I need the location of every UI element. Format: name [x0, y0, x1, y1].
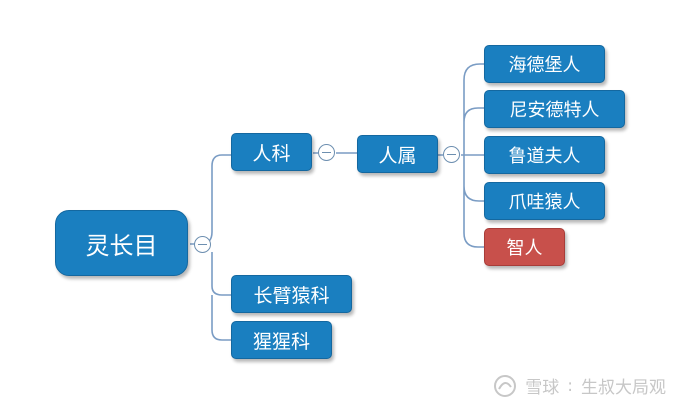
watermark-separator: : — [567, 375, 573, 396]
node-species-erectus[interactable]: 爪哇猿人 — [484, 182, 605, 220]
node-species-sapiens[interactable]: 智人 — [484, 228, 565, 266]
node-root[interactable]: 灵长目 — [55, 210, 188, 276]
node-family-hylobatidae[interactable]: 长臂猿科 — [231, 275, 352, 313]
watermark-brand: 雪球 — [525, 378, 560, 398]
node-genus-homo[interactable]: 人属 — [357, 135, 438, 173]
watermark: 雪球 : 生叔大局观 — [493, 373, 666, 398]
collapse-toggle-root[interactable] — [194, 236, 211, 253]
node-family-pongidae[interactable]: 猩猩科 — [231, 321, 332, 359]
node-family-hominidae[interactable]: 人科 — [231, 133, 312, 171]
connector-genus-to-species — [438, 63, 484, 248]
node-species-rudolfensis[interactable]: 鲁道夫人 — [484, 136, 605, 174]
collapse-toggle-genus[interactable] — [443, 146, 460, 163]
node-species-neanderthalensis[interactable]: 尼安德特人 — [484, 90, 625, 128]
node-species-heidelbergensis[interactable]: 海德堡人 — [484, 45, 605, 83]
collapse-toggle-family[interactable] — [318, 144, 335, 161]
snowball-logo-icon — [494, 374, 517, 397]
watermark-author: 生叔大局观 — [581, 378, 666, 398]
